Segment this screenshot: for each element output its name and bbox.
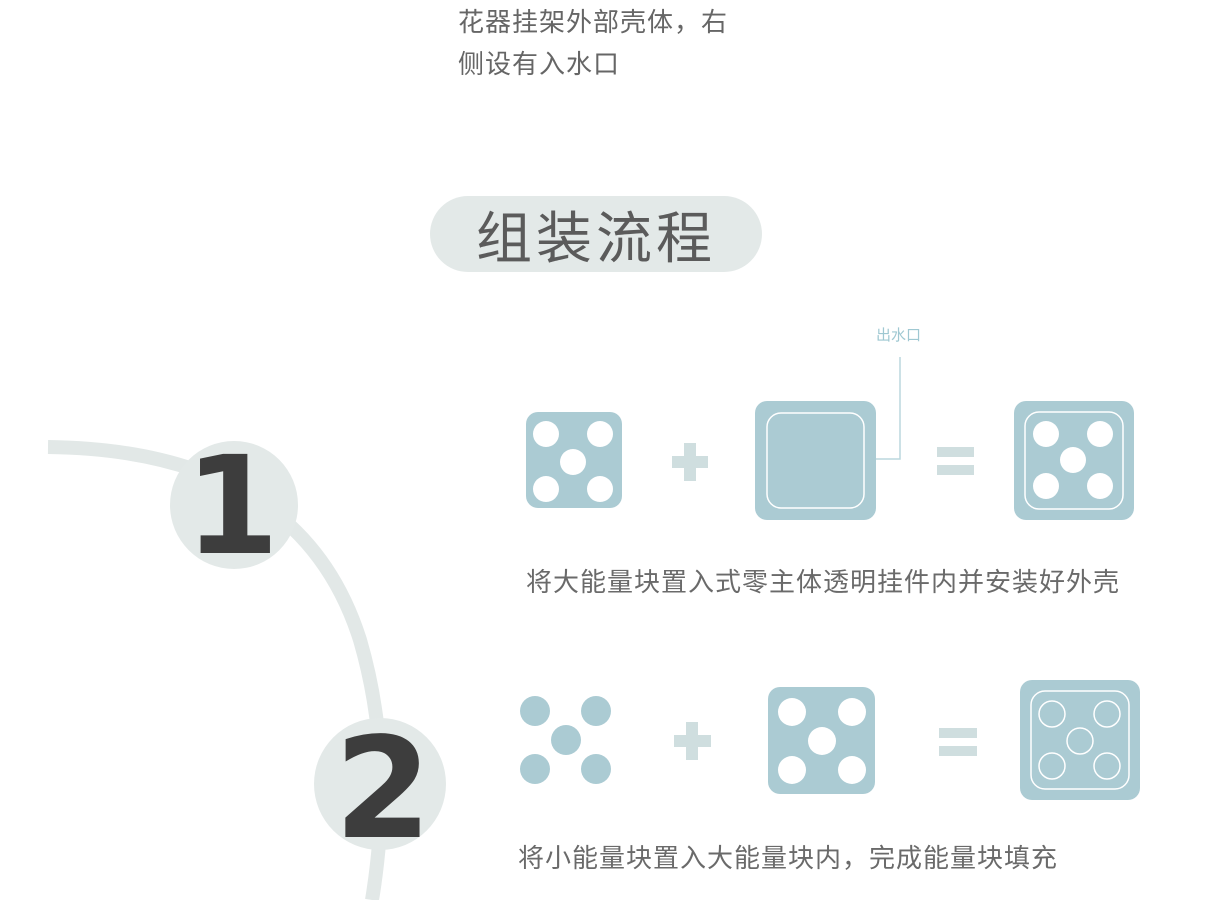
section-title-pill: 组装流程 <box>430 196 762 272</box>
outlet-label: 出水口 <box>876 326 922 344</box>
step-2-caption: 将小能量块置入大能量块内，完成能量块填充 <box>518 844 1059 874</box>
step-1-caption: 将大能量块置入式零主体透明挂件内并安装好外壳 <box>526 568 1121 598</box>
step-1-energy-block-icon <box>526 412 622 508</box>
step-1-circle <box>170 441 298 569</box>
step-2-circle <box>314 718 446 850</box>
step-2-energy-block-icon <box>768 687 875 794</box>
step-2-plus-icon <box>674 722 711 760</box>
outlet-callout-line <box>876 357 901 460</box>
step-2-equals-icon <box>939 728 977 756</box>
step-1-result-icon <box>1014 401 1134 520</box>
intro-line-2: 侧设有入水口 <box>458 50 621 80</box>
step-2-small-blocks-icon <box>520 696 611 784</box>
intro-line-1: 花器挂架外部壳体，右 <box>458 8 729 38</box>
step-1-plus-icon <box>672 443 708 481</box>
step-1-housing-icon <box>755 401 876 520</box>
section-title: 组装流程 <box>476 206 716 272</box>
step-1-number: 1 <box>185 428 280 586</box>
step-1-equals-icon <box>937 447 974 475</box>
step-2-result-icon <box>1020 680 1140 800</box>
intro-text: 花器挂架外部壳体，右 侧设有入水口 <box>458 2 778 86</box>
step-2-number: 2 <box>334 708 431 871</box>
